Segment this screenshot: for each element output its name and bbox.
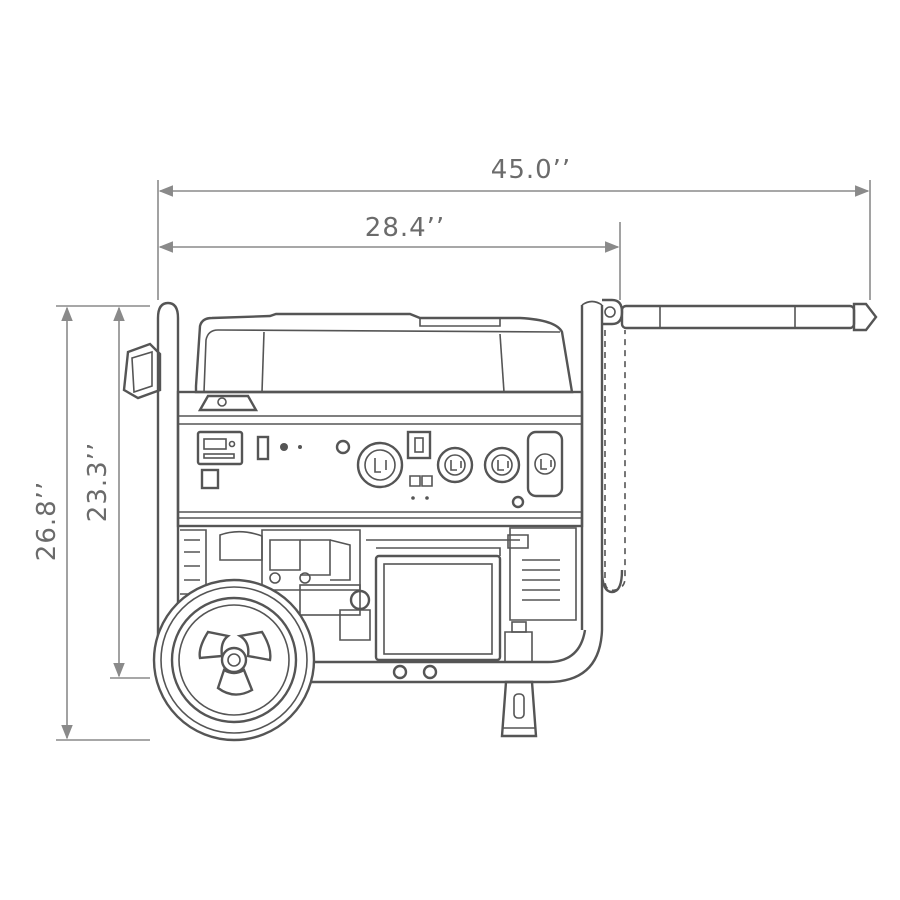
dimension-frame-height: 23.3’’ bbox=[83, 305, 150, 679]
engine bbox=[180, 527, 577, 641]
frame bbox=[156, 300, 604, 684]
battery-box bbox=[366, 539, 520, 662]
support-foot bbox=[500, 680, 538, 738]
frame-height-label: 23.3’’ bbox=[83, 442, 113, 522]
frame-length-label: 28.4’’ bbox=[365, 213, 445, 243]
overall-height-label: 26.8’’ bbox=[32, 481, 62, 561]
outlet-1 bbox=[436, 446, 474, 484]
dimension-overall-length: 45.0’’ bbox=[157, 155, 871, 300]
outlet-2 bbox=[483, 446, 521, 484]
dimension-overall-height: 26.8’’ bbox=[32, 305, 150, 741]
wheel bbox=[152, 578, 316, 742]
dimension-frame-length: 28.4’’ bbox=[158, 213, 621, 300]
twist-lock-outlet bbox=[356, 441, 404, 489]
mounting-bolts bbox=[392, 664, 438, 680]
handle bbox=[600, 298, 878, 594]
idle-control-switch bbox=[406, 430, 432, 460]
control-panel bbox=[176, 390, 584, 528]
engine-switch bbox=[256, 435, 270, 461]
tall-outlet bbox=[526, 430, 564, 498]
left-grip bbox=[122, 342, 162, 400]
support-bracket bbox=[504, 621, 533, 663]
hour-meter-display bbox=[196, 430, 244, 466]
breaker-switch bbox=[200, 468, 220, 490]
fuel-tank bbox=[194, 312, 574, 394]
overall-length-label: 45.0’’ bbox=[491, 155, 571, 185]
